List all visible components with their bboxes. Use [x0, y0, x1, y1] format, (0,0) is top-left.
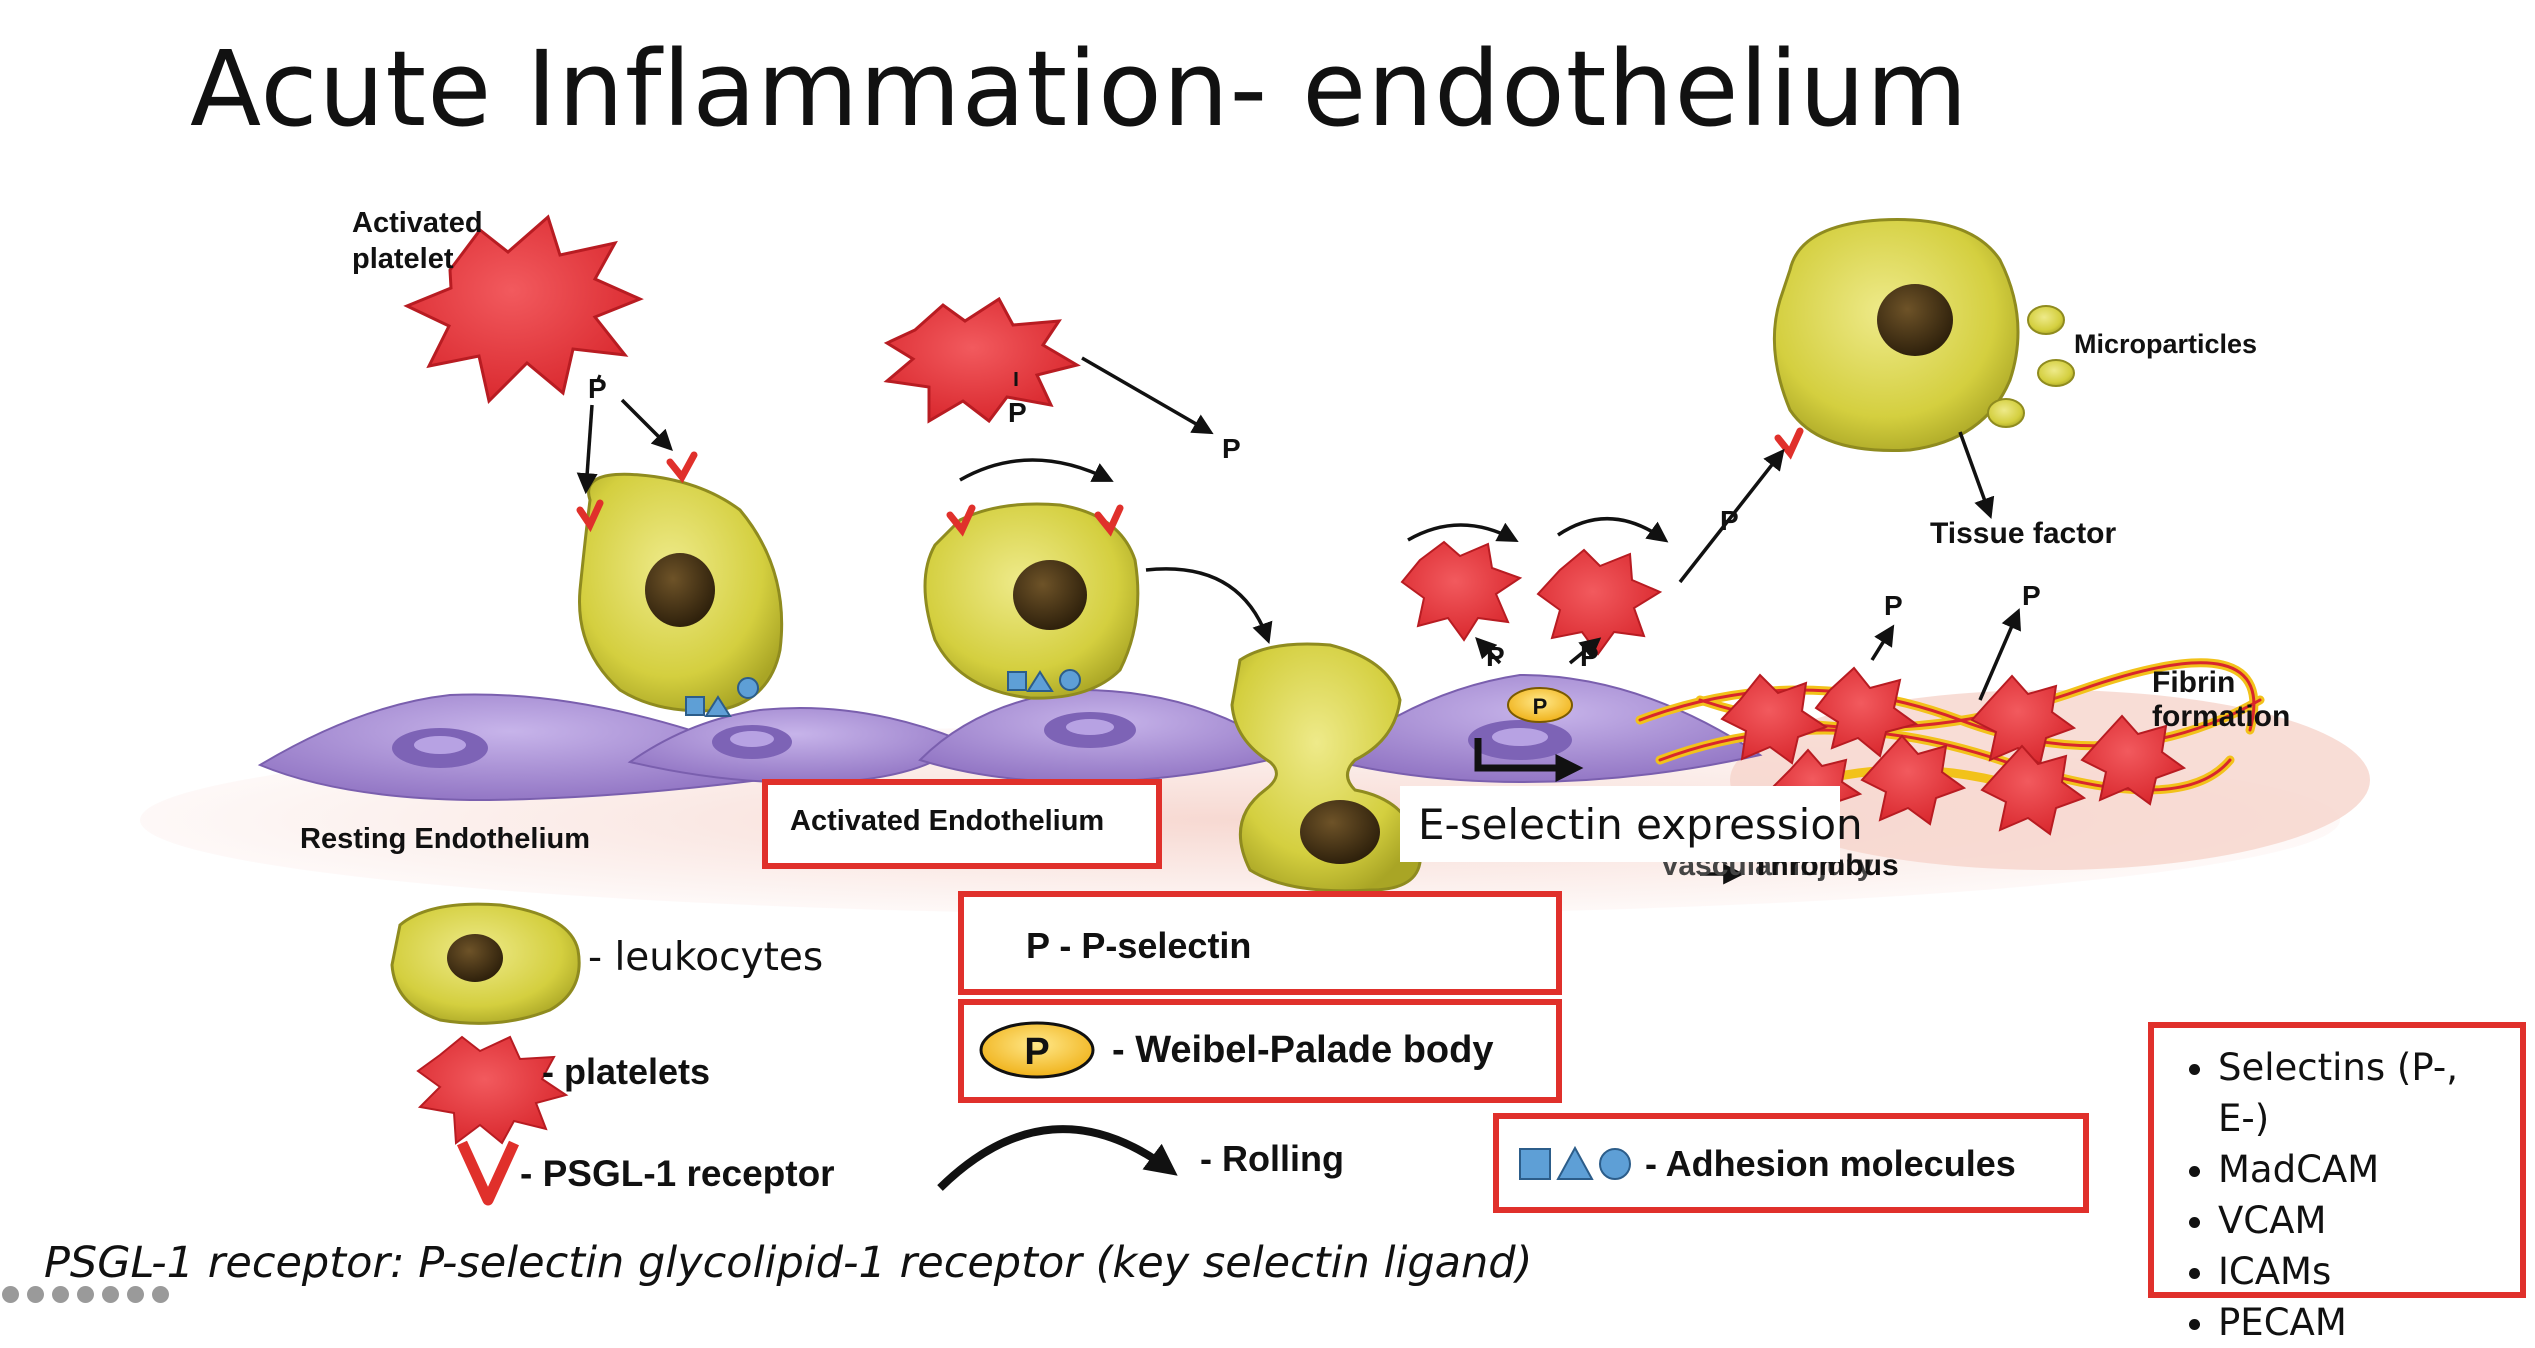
legend-leukocyte-icon [390, 902, 581, 1025]
molecule-list-item: PECAM [2218, 1297, 2520, 1348]
p-label-2: P [1008, 397, 1027, 428]
next-slide-icon[interactable] [152, 1286, 169, 1303]
rolling-legend-label: - Rolling [1200, 1138, 1344, 1179]
molecule-list-item: VCAM [2218, 1195, 2520, 1246]
label-platelet: platelet [352, 243, 454, 275]
p-label-1: P [588, 373, 607, 404]
zoom-icon[interactable] [52, 1286, 69, 1303]
adhesion-molecules [685, 669, 1081, 717]
molecule-list-item: ICAMs [2218, 1246, 2520, 1297]
p-selectin-legend-box: P - P-selectin [958, 891, 1562, 995]
slide-title: Acute Inflammation- endothelium [190, 28, 1969, 150]
pathway-arrows [576, 356, 2021, 885]
label-activated: Activated [352, 207, 483, 239]
weibel-palade-body [1507, 687, 1573, 723]
adhesion-legend-label: - Adhesion molecules [1645, 1143, 2016, 1184]
p-label-4: P [1486, 641, 1505, 672]
subtitles-icon[interactable] [77, 1286, 94, 1303]
legend-psgl1-icon [456, 1140, 520, 1206]
floating-platelet [883, 296, 1081, 424]
p-label-5: P [1580, 641, 1599, 672]
psgl1-legend-label: - PSGL-1 receptor [520, 1153, 835, 1194]
weibel-palade-legend-box: - Weibel-Palade body [958, 999, 1562, 1103]
psgl1-receptors [576, 427, 1804, 537]
e-selectin-label-box: E-selectin expression [1400, 786, 1863, 862]
p-selectin-legend-label: P - P-selectin [1026, 925, 1252, 966]
adhesion-legend-box: - Adhesion molecules [1493, 1113, 2089, 1213]
slides-grid-icon[interactable] [102, 1286, 119, 1303]
leukocyte-1 [578, 472, 784, 713]
microparticles [1987, 305, 2075, 428]
e-selectin-expression-arrow [1474, 738, 1584, 782]
weibel-palade-legend-label: - Weibel-Palade body [1112, 1029, 1494, 1071]
activated-endothelium-box: Activated Endothelium [762, 779, 1162, 869]
legend-wpb-icon: P [979, 1021, 1095, 1079]
p-label-6: P [1720, 505, 1739, 536]
thrombus-platelets [1720, 666, 2187, 836]
transmigrating-leukocyte [1230, 642, 1422, 893]
psgl1-caption: PSGL-1 receptor: P-selectin glycolipid-1… [44, 1238, 1533, 1288]
released-platelets [1400, 540, 1663, 656]
label-formation: formation [2152, 700, 2290, 733]
adhesion-molecule-list: Selectins (P-, E-)MadCAMVCAMICAMsPECAM [2148, 1022, 2526, 1344]
label-fibrin: Fibrin [2152, 666, 2235, 699]
wpb-p-label: P [1533, 694, 1548, 719]
legend-platelet-icon [416, 1035, 569, 1145]
leukocytes-legend-label: - leukocytes [588, 935, 824, 980]
label-tissue-factor: Tissue factor [1930, 517, 2117, 550]
legend-adhesion-icons [1519, 1145, 1631, 1180]
p-label-7: P [1884, 590, 1903, 621]
p-label-8: P [2022, 580, 2041, 611]
molecule-list-item: Selectins (P-, E-) [2218, 1042, 2520, 1144]
p-label-3: P [1222, 433, 1241, 464]
legend-wpb-p: P [1024, 1031, 1049, 1073]
endothelial-cells [257, 673, 1763, 802]
prev-slide-icon[interactable] [2, 1286, 19, 1303]
e-selectin-label: E-selectin expression [1418, 800, 1863, 849]
activated-platelet [403, 214, 644, 404]
leukocyte-4 [1772, 218, 2020, 452]
leukocyte-2 [923, 502, 1140, 700]
label-microparticles: Microparticles [2074, 329, 2257, 359]
pen-icon[interactable] [27, 1286, 44, 1303]
inflammation-diagram: P P P P P P P [140, 207, 2370, 1206]
molecule-list-item: MadCAM [2218, 1144, 2520, 1195]
legend-rolling-icon [937, 1125, 1178, 1191]
platelets-legend-label: - platelets [542, 1051, 711, 1092]
slide: Acute Inflammation- endothelium [0, 0, 2535, 1303]
activated-endothelium-label: Activated Endothelium [790, 805, 1105, 837]
label-resting-endothelium: Resting Endothelium [300, 823, 590, 855]
more-options-icon[interactable] [127, 1286, 144, 1303]
slideshow-toolbar [2, 1286, 169, 1303]
